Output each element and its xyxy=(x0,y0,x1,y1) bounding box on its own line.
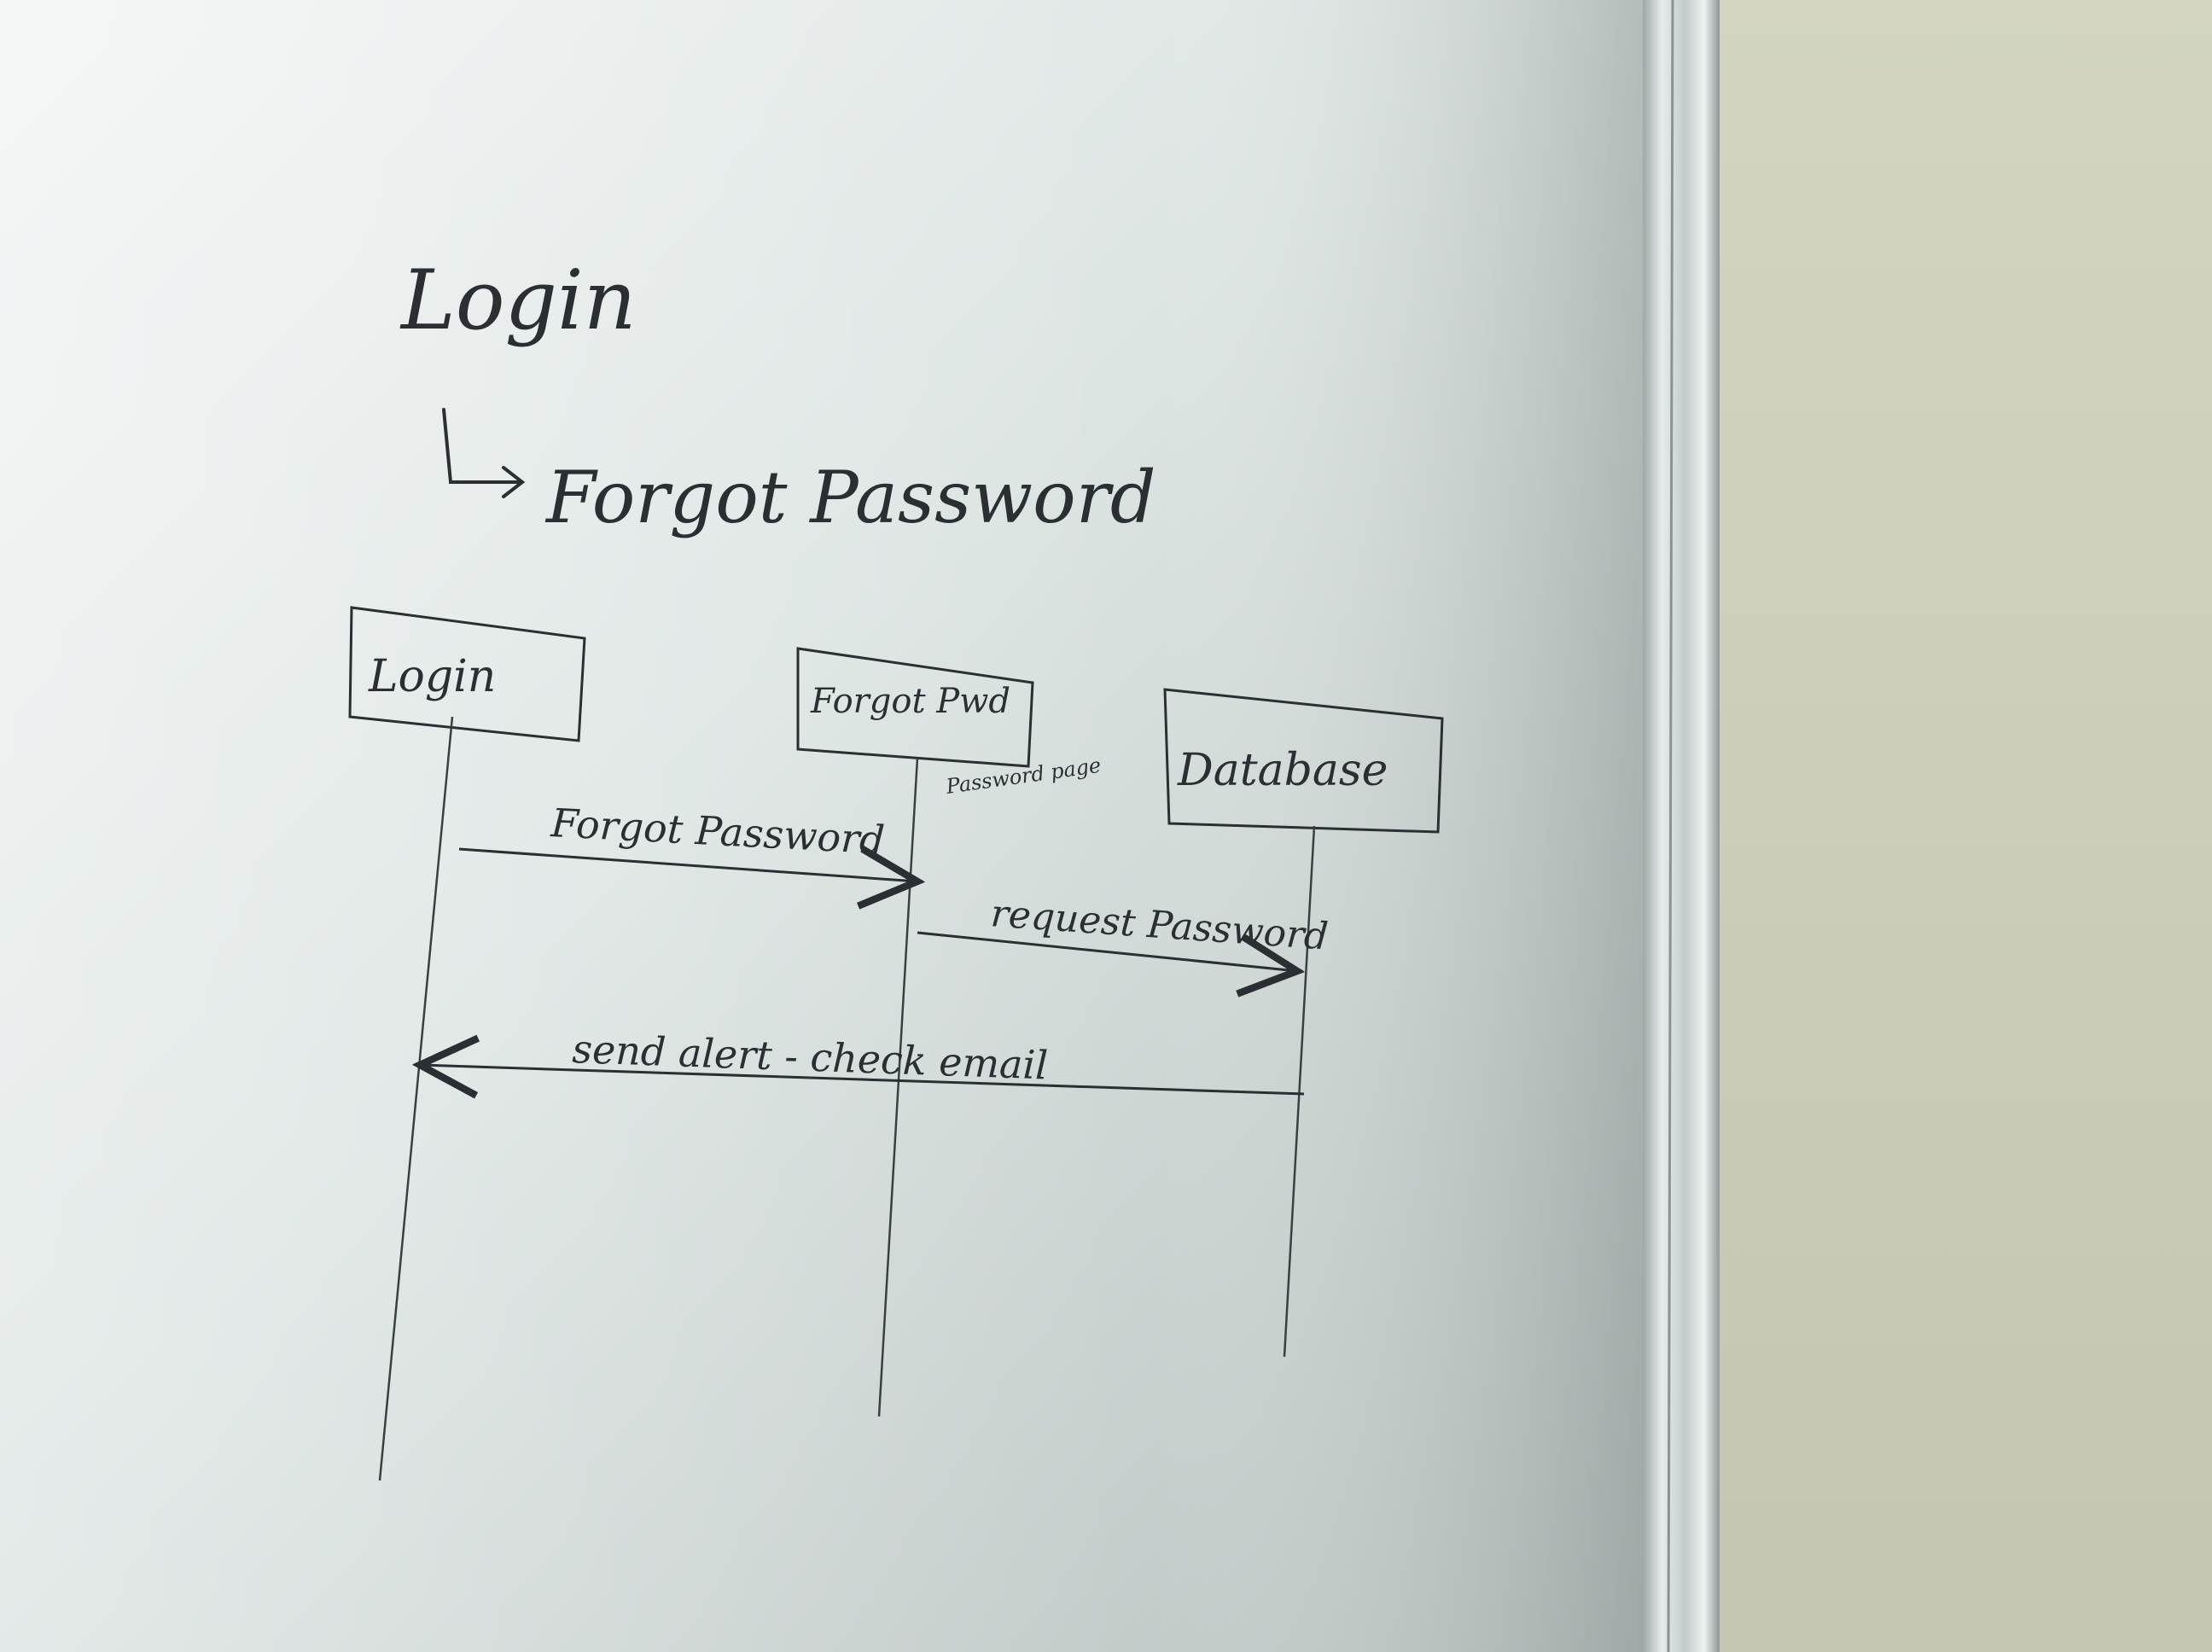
corner-arrow-icon xyxy=(442,408,526,498)
whiteboard-shading xyxy=(0,0,1643,1652)
frame-edge-line xyxy=(1667,0,1674,1652)
message-arrow xyxy=(458,849,917,881)
lifeline-label: Login xyxy=(368,651,496,702)
lifeline-login: Login xyxy=(348,606,586,1481)
lifeline-database: Database xyxy=(1163,688,1444,1358)
message-arrow xyxy=(917,931,1297,971)
lifeline-box xyxy=(348,606,586,742)
whiteboard-frame xyxy=(1643,0,1720,1652)
lifeline-box xyxy=(796,647,1034,768)
message-arrow xyxy=(420,1065,1305,1094)
wall xyxy=(1715,0,2212,1652)
lifeline-label: Database xyxy=(1177,745,1388,796)
lifeline-box xyxy=(1163,688,1444,834)
lifeline-label: Forgot Pwd xyxy=(810,682,1010,721)
heading-title: Login xyxy=(399,253,637,348)
lifeline-line xyxy=(1283,825,1316,1358)
lifeline-line xyxy=(378,716,454,1481)
heading-subtitle: Forgot Password xyxy=(544,456,1156,539)
